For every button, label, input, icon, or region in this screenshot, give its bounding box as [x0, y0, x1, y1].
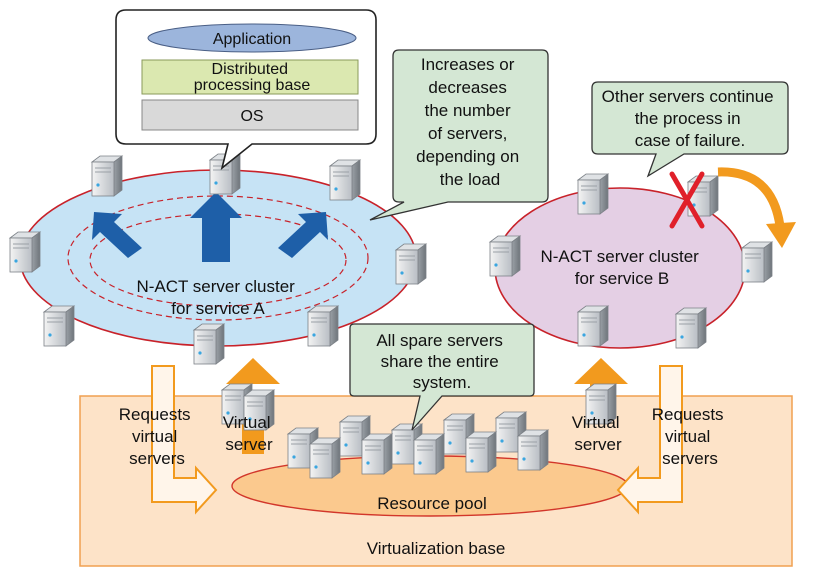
software-stack-callout: Application Distributed processing base … [115, 9, 377, 171]
os-layer [141, 99, 359, 131]
request-arrow-left [151, 365, 218, 515]
distributed-processing-layer [141, 59, 359, 95]
virtual-right-label: Virtual server [572, 413, 625, 454]
spare-servers-callout: All spare servers share the entire syste… [349, 323, 535, 431]
svg-text:All spare servers share: All spare servers share the entire syste… [376, 331, 507, 392]
scale-arrow-up [190, 192, 242, 262]
virtual-left-label: Virtual server [223, 413, 276, 454]
scale-callout: Increases or decreases the number of ser… [369, 49, 549, 221]
svg-text:Increases or decreases: Increases or decreases the number of ser… [416, 55, 524, 189]
distributed-processing-label: Distributed processing base [194, 61, 311, 94]
application-label: Application [213, 31, 291, 48]
request-arrow-right [616, 365, 683, 515]
failover-callout: Other servers continue the process in ca… [591, 81, 789, 178]
failed-server-x-icon [669, 171, 705, 229]
scale-out-arrows [92, 192, 328, 262]
application-layer [147, 23, 357, 53]
svg-text:Other servers continue t: Other servers continue the process in ca… [602, 87, 779, 150]
requests-left-label: Requests virtual servers [119, 405, 196, 468]
failover-arrow [717, 167, 785, 227]
requests-right-label: Requests virtual servers [652, 405, 729, 468]
virtualization-base-label: Virtualization base [367, 539, 506, 558]
cluster-a-label: N-ACT server cluster for service A [136, 277, 299, 318]
os-label: OS [240, 108, 263, 125]
cluster-b-label: N-ACT server cluster for service B [540, 247, 703, 288]
scale-arrow-right [278, 212, 328, 258]
resource-pool-label: Resource pool [377, 494, 487, 513]
scale-arrow-left [92, 212, 142, 258]
